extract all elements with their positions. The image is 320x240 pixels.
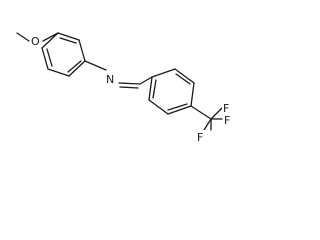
ring-methoxyphenyl bbox=[41, 32, 86, 77]
svg-text:F: F bbox=[197, 131, 203, 144]
svg-text:F: F bbox=[223, 102, 229, 115]
atom-fluorine-2: F bbox=[223, 113, 233, 127]
bond-ring2-cf3 bbox=[190, 105, 212, 120]
atom-fluorine-1: F bbox=[222, 101, 232, 115]
bond-imine-double-2 bbox=[119, 86, 139, 89]
atom-nitrogen: N bbox=[105, 71, 118, 86]
bond-c-f4 bbox=[210, 107, 223, 120]
bond-c-f3 bbox=[203, 118, 212, 131]
ring-trifluoromethylphenyl bbox=[148, 68, 195, 115]
svg-text:N: N bbox=[106, 73, 114, 86]
bond-ring1-nitrogen bbox=[84, 60, 107, 71]
bond-methine-ring2 bbox=[139, 76, 153, 85]
atom-fluorine-3: F bbox=[196, 130, 206, 144]
bond-methyl-oxygen bbox=[16, 32, 30, 42]
structure-diagram: O N F F F bbox=[16, 32, 233, 144]
bond-oxygen-ring1 bbox=[42, 32, 59, 42]
bond-imine-double bbox=[118, 82, 141, 85]
molecule-canvas: O N F F F bbox=[16, 32, 233, 144]
svg-text:F: F bbox=[224, 114, 230, 127]
atom-oxygen: O bbox=[30, 33, 42, 48]
svg-text:O: O bbox=[31, 35, 40, 48]
